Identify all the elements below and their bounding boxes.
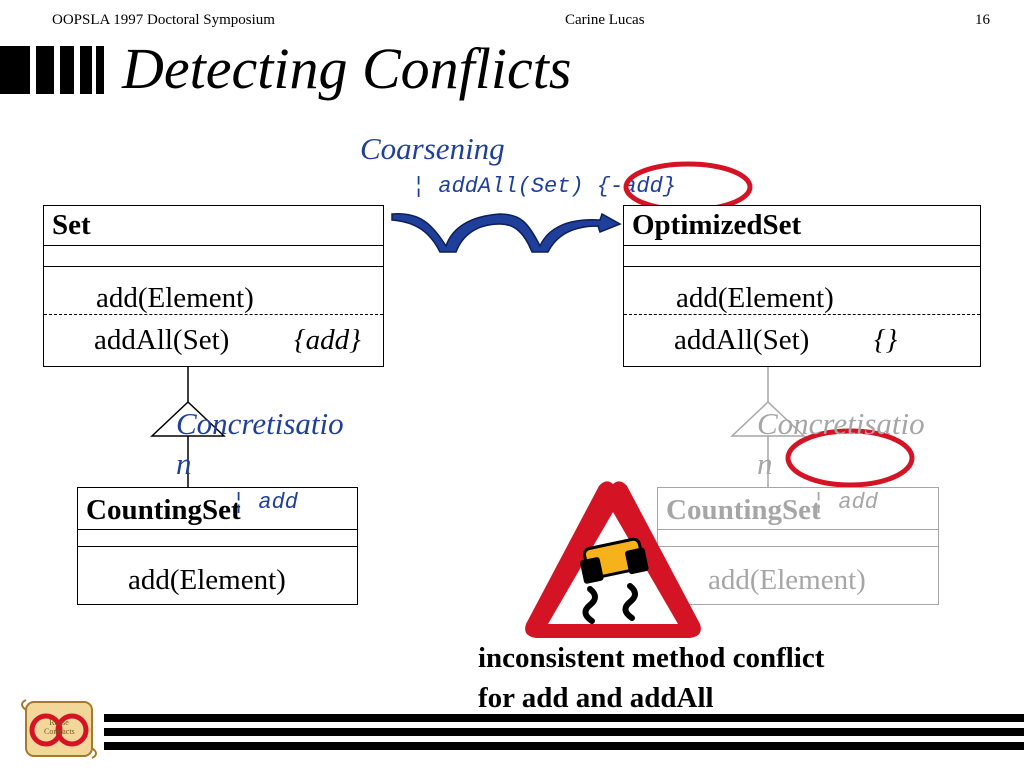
conflict-message-line1: inconsistent method conflict [478,642,825,674]
attribute-compartment [658,530,938,547]
class-name: CountingSet [658,488,938,530]
method-add: add(Element) [128,564,286,596]
uml-class-optimizedset: OptimizedSet add(Element) addAll(Set) {} [623,205,981,367]
right-concretisation-annotation: ¦ add [812,490,879,515]
footer-stripe-2 [104,728,1024,736]
logo-text: Reuse Contracts [44,718,75,736]
highlight-ellipse-add [623,161,753,213]
left-concretisation-annotation: ¦ add [232,490,299,515]
class-name: Set [44,206,383,246]
method-separator [624,314,980,315]
method-separator [44,314,383,315]
coarsening-label: Coarsening [360,131,505,166]
right-concretisation-label-cont: n [757,446,773,481]
coarsening-arrow [391,212,622,253]
slide-title: Detecting Conflicts [122,36,572,101]
warning-slippery-road-icon [525,481,701,638]
attribute-compartment [624,246,980,267]
highlight-ellipse-conflict [785,428,915,488]
footer-stripe-1 [104,714,1024,722]
footer-stripe-3 [104,742,1024,750]
left-concretisation-label: Concretisatio [176,406,344,441]
header-event: OOPSLA 1997 Doctoral Symposium [52,12,275,28]
method-constraint: {add} [294,324,361,356]
header-author: Carine Lucas [565,12,645,28]
right-concretisation-label: Concretisatio [757,406,925,441]
reuse-contracts-logo: Reuse Contracts [18,696,98,764]
method-add: add(Element) [96,282,254,314]
attribute-compartment [78,530,357,547]
method-addall: addAll(Set) [94,324,230,356]
method-add: add(Element) [676,282,834,314]
attribute-compartment [44,246,383,267]
method-add: add(Element) [708,564,866,596]
header-page-number: 16 [975,12,990,28]
uml-class-countingset-left: CountingSet add(Element) [77,487,358,605]
conflict-message-line2: for add and addAll [478,682,714,714]
left-concretisation-label-cont: n [176,446,192,481]
method-constraint: {} [874,324,898,356]
uml-class-set: Set add(Element) addAll(Set) {add} [43,205,384,367]
method-addall: addAll(Set) [674,324,810,356]
uml-class-countingset-right: CountingSet add(Element) [657,487,939,605]
class-name: OptimizedSet [624,206,980,246]
class-name: CountingSet [78,488,357,530]
